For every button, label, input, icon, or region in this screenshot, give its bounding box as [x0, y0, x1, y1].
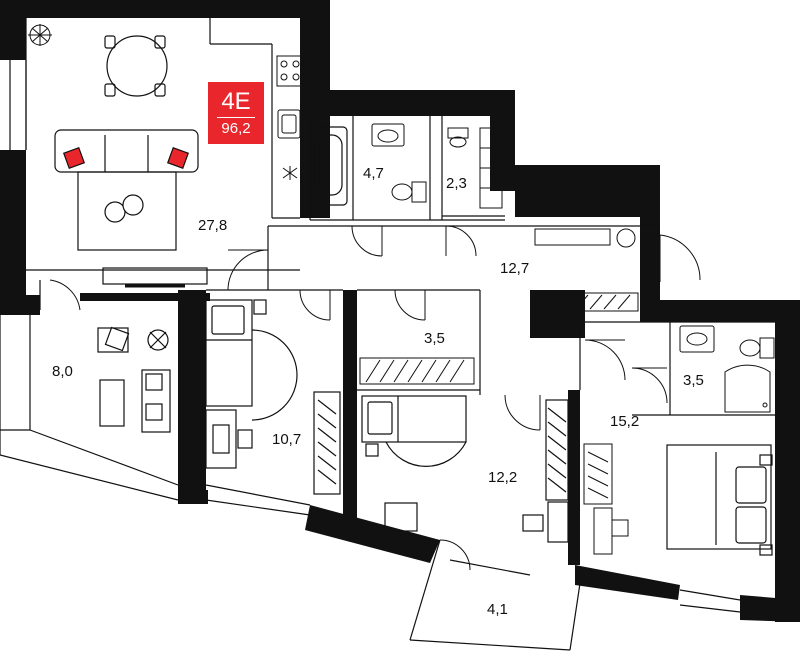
area-label-toilet: 2,3: [446, 175, 467, 192]
apartment-type-badge: 4E 96,2: [208, 82, 264, 144]
walls: [0, 0, 800, 622]
bed-icon: [361, 395, 467, 532]
area-label-bathroom: 4,7: [363, 165, 384, 182]
sofa-icon: [54, 129, 199, 251]
stove-icon: [276, 55, 304, 87]
badge-divider: [217, 117, 255, 118]
bed-icon: [666, 444, 773, 556]
area-label-balcony: 4,1: [487, 601, 508, 618]
area-label-bedroom-middle: 12,2: [488, 469, 517, 486]
area-label-hallway: 12,7: [500, 260, 529, 277]
sink-icon: [277, 109, 301, 180]
room-labels: 27,8 4,7 2,3 12,7 3,5 8,0 10,7 12,2 15,2…: [52, 165, 704, 618]
thin-walls: [0, 18, 775, 651]
tv-icon: [102, 267, 208, 288]
area-label-bedroom-master: 15,2: [610, 413, 639, 430]
sink-icon: [371, 123, 405, 147]
dining-table-icon: [104, 35, 168, 97]
area-label-storage: 3,5: [424, 330, 445, 347]
wardrobe-icon: [534, 228, 639, 312]
apartment-total-area: 96,2: [221, 120, 251, 137]
wardrobe-icon: [583, 443, 629, 555]
toilet-icon: [391, 127, 503, 209]
area-label-living-room: 27,8: [198, 217, 227, 234]
plant-icon: [28, 24, 52, 46]
area-label-bedroom-left: 10,7: [272, 431, 301, 448]
bathtub-icon: [314, 126, 348, 206]
area-label-ensuite: 3,5: [683, 372, 704, 389]
shower-icon: [679, 325, 775, 413]
apartment-type: 4E: [221, 88, 251, 115]
wardrobe-icon: [359, 357, 475, 385]
area-label-study: 8,0: [52, 363, 73, 380]
desk-icon: [205, 391, 341, 495]
bed-icon: [205, 299, 298, 421]
doors: [49, 225, 701, 571]
desk-icon: [522, 399, 569, 543]
desk-icon: [97, 326, 171, 433]
